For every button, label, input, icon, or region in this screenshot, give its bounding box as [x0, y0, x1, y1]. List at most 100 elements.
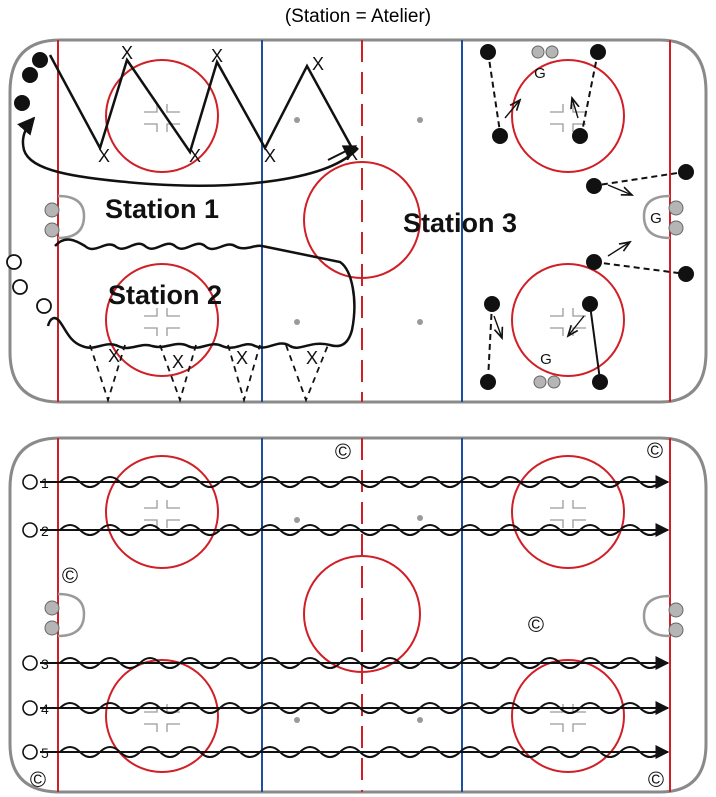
- lane-number: 1: [41, 475, 49, 491]
- top-rink: X X X X X X X Station 1 X X X X Stati: [6, 38, 708, 404]
- skating-lanes: 1 2 3 4: [22, 474, 670, 761]
- player-icon: [592, 374, 608, 390]
- pylon-x-icon: X: [264, 146, 276, 166]
- player-icon: [484, 296, 500, 312]
- net-right-b: [668, 602, 684, 638]
- page-caption: (Station = Atelier): [284, 6, 432, 27]
- player-icon: [590, 44, 606, 60]
- goalie-icon: G: [650, 210, 662, 227]
- faceoff-circle-top-left: [105, 59, 219, 173]
- player-start-icon: [22, 474, 38, 490]
- station-2-dashed-lanes: [89, 344, 329, 404]
- faceoff-circle-bottom-left-b: [105, 659, 219, 773]
- goal-crease-left-b: [57, 592, 86, 638]
- player-icon: [678, 164, 694, 180]
- faceoff-circle-top-left-b: [105, 455, 219, 569]
- player-icon: [678, 266, 694, 282]
- coach-icon: ©: [335, 439, 351, 464]
- hash-marks: [144, 104, 586, 336]
- net-left: [44, 202, 60, 238]
- pass-arrow-icon: [504, 100, 520, 119]
- pass-arrow-icon: [568, 315, 585, 336]
- station-3-passes: [487, 51, 687, 381]
- pass-arrow-icon: [493, 315, 502, 338]
- station-3-players: [480, 44, 694, 390]
- station-2-pylons: X X X X: [108, 346, 318, 372]
- lane-number: 2: [41, 523, 49, 539]
- player-start-icon: [22, 744, 38, 760]
- lane-number: 4: [41, 701, 49, 717]
- coach-icon: ©: [528, 612, 544, 637]
- player-start-icon: [22, 700, 38, 716]
- station-1-entry-arrow: [327, 145, 358, 161]
- pylon-x-icon: X: [236, 348, 248, 368]
- station-3-solid-pass: [589, 304, 601, 381]
- player-icon: [22, 67, 38, 83]
- station-3-label: Station 3: [403, 208, 517, 238]
- pylon-x-icon: X: [98, 146, 110, 166]
- player-icon: [480, 374, 496, 390]
- skating-path: [59, 746, 661, 758]
- coach-icon: ©: [648, 767, 664, 792]
- player-icon: [480, 44, 496, 60]
- goalie-icon: G: [534, 65, 546, 82]
- lane-5: 5: [22, 744, 670, 761]
- net-right: [668, 200, 684, 236]
- player-icon: [12, 279, 28, 295]
- player-start-icon: [22, 655, 38, 671]
- coach-icon: ©: [647, 438, 663, 463]
- station-2-path: [46, 238, 356, 350]
- pylon-x-icon: X: [121, 43, 133, 63]
- skating-path: [59, 702, 661, 714]
- station-1-zigzag-path: [48, 54, 354, 155]
- player-icon: [572, 128, 588, 144]
- lane-2: 2: [22, 522, 670, 539]
- pylon-x-icon: X: [189, 146, 201, 166]
- pylon-x-icon: X: [312, 54, 324, 74]
- station-1-players: [14, 52, 48, 111]
- net-left-b: [44, 600, 60, 636]
- net-top-right: [531, 45, 559, 59]
- coach-icon: ©: [30, 767, 46, 792]
- goalie-icon: G: [540, 351, 552, 368]
- station-3-shot-arrows: [493, 98, 632, 338]
- pylon-x-icon: X: [306, 348, 318, 368]
- skating-path: [59, 476, 661, 488]
- faceoff-circle-top-right-b: [511, 455, 625, 569]
- player-start-icon: [22, 522, 38, 538]
- player-icon: [32, 52, 48, 68]
- station-1-pylons: X X X X X X X: [98, 43, 358, 166]
- station-1-return-path: [17, 116, 359, 187]
- player-icon: [586, 254, 602, 270]
- station-3-goalies: G G G: [534, 65, 662, 368]
- player-icon: [582, 296, 598, 312]
- faceoff-circle-top-right: [511, 59, 625, 173]
- pass-arrow-icon: [607, 242, 630, 257]
- goal-crease-left: [57, 194, 86, 240]
- skating-path: [59, 657, 661, 669]
- net-bottom-right: [533, 375, 561, 389]
- lane-3: 3: [22, 655, 670, 672]
- bottom-rink: 1 2 3 4: [8, 436, 708, 794]
- center-circle-b: [303, 555, 421, 673]
- faceoff-circle-bottom-right: [511, 263, 625, 377]
- player-icon: [6, 254, 22, 270]
- player-icon: [36, 298, 52, 314]
- pylon-x-icon: X: [211, 46, 223, 66]
- faceoff-circle-bottom-right-b: [511, 659, 625, 773]
- neutral-dots-b: [294, 515, 423, 723]
- pylon-x-icon: X: [346, 144, 358, 164]
- pass-arrow-icon: [572, 98, 578, 119]
- rink-boards-top: [8, 38, 708, 404]
- neutral-dots: [294, 117, 423, 325]
- rink-boards-bottom: [8, 436, 708, 794]
- goal-crease-right: [642, 194, 671, 240]
- skating-path: [59, 524, 661, 536]
- lane-number: 5: [41, 745, 49, 761]
- goal-crease-right-b: [642, 594, 671, 638]
- faceoff-circle-bottom-left: [105, 263, 219, 377]
- station-2-label: Station 2: [108, 280, 222, 310]
- station-2-players: [6, 254, 52, 314]
- pylon-x-icon: X: [108, 346, 120, 366]
